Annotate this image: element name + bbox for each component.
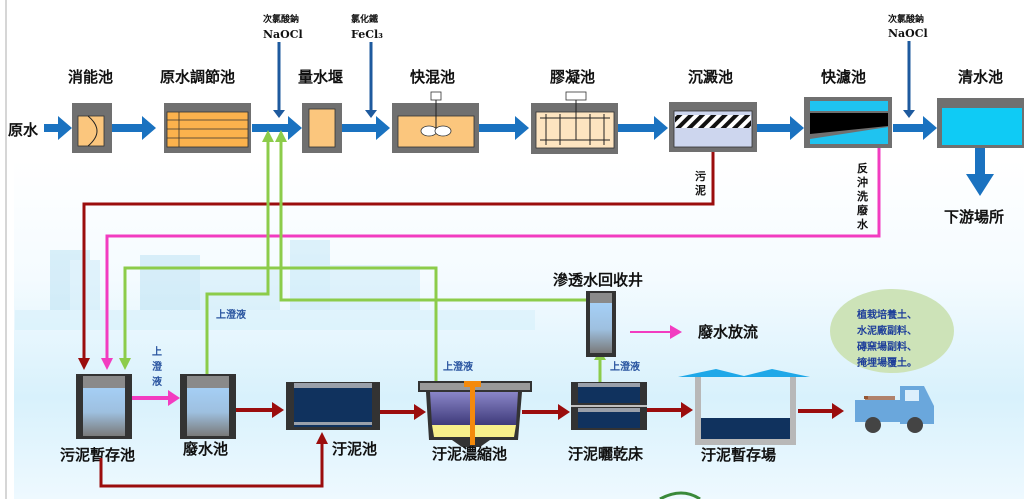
- sludge-thickener: [418, 381, 532, 447]
- flow-measuring-weir-tank: [302, 103, 342, 153]
- stage-label-sludge-thickener: 汙泥濃縮池: [432, 445, 507, 463]
- rapid-mix-tank: [392, 91, 479, 153]
- stage-label-sedimentation: 沉澱池: [688, 68, 733, 86]
- storage-to-truck-arrow: [798, 403, 844, 419]
- stage-label-rapid-filter: 快濾池: [821, 68, 866, 86]
- drying-to-storage-arrow: [647, 402, 693, 418]
- chemical-dosing-naocl-2: 次氯酸鈉 NaOCl: [888, 13, 928, 118]
- supernatant-vertical-label: 上 澄 液: [152, 345, 163, 388]
- stage-label-flow-measuring-weir: 量水堰: [298, 68, 343, 86]
- backwash-vertical-label: 反 沖 洗 廢 水: [857, 161, 869, 231]
- supernatant-lines: [123, 138, 600, 384]
- stage-label-energy-dissipation: 消能池: [68, 68, 113, 86]
- svg-text:FeCl₃: FeCl₃: [351, 28, 383, 41]
- sludge-storage-yard: [678, 369, 810, 445]
- svg-text:掩埋場覆土。: 掩埋場覆土。: [857, 356, 917, 369]
- svg-text:次氯酸鈉: 次氯酸鈉: [888, 13, 924, 25]
- svg-text:水: 水: [857, 217, 869, 231]
- sludge-tank: [286, 382, 380, 430]
- raw-water-label: 原水: [8, 121, 39, 139]
- svg-text:洗: 洗: [857, 189, 868, 203]
- energy-dissipation-tank: [72, 103, 112, 153]
- stage-label-sludge-tank: 汙泥池: [332, 440, 377, 458]
- chemical-dosing-fecl3: 氯化鐵 FeCl₃: [351, 13, 383, 118]
- stage-label-sludge-temp-tank: 污泥暫存池: [60, 446, 135, 464]
- svg-text:上: 上: [152, 345, 162, 358]
- sludge-temp-tank: [76, 374, 132, 439]
- stage-label-clear-water: 清水池: [958, 68, 1003, 86]
- pink-transfer-arrow: [132, 390, 180, 406]
- bottom-return-line: [99, 432, 328, 488]
- sedimentation-tank: [669, 102, 757, 152]
- clear-water-tank: [937, 98, 1024, 148]
- wastewater-discharge-arrow: [630, 325, 682, 339]
- seepage-well-label: 滲透水回收井: [553, 271, 643, 289]
- supernatant-label-1: 上澄液: [216, 308, 246, 321]
- logo-partial: [659, 491, 701, 499]
- stage-label-wastewater-tank: 廢水池: [183, 440, 228, 458]
- svg-text:NaOCl: NaOCl: [888, 27, 928, 40]
- svg-text:次氯酸鈉: 次氯酸鈉: [263, 13, 299, 25]
- chemical-dosing-naocl-1: 次氯酸鈉 NaOCl: [263, 13, 303, 118]
- truck-icon: [855, 386, 934, 433]
- rapid-filter-tank: [804, 97, 892, 148]
- svg-text:液: 液: [152, 375, 162, 388]
- raw-water-regulation-tank: [164, 103, 251, 153]
- thickener-to-drying-arrow: [522, 404, 570, 420]
- sludge-return-line: [78, 152, 715, 370]
- stage-label-sludge-storage-yard: 汙泥暫存場: [701, 446, 776, 464]
- supernatant-label-thickener: 上澄液: [443, 360, 473, 373]
- svg-text:澄: 澄: [152, 360, 163, 373]
- svg-text:沖: 沖: [857, 175, 868, 189]
- downstream-label: 下游場所: [944, 208, 1004, 226]
- wastewater-discharge-label: 廢水放流: [698, 323, 758, 341]
- stage-label-raw-water-regulation: 原水調節池: [160, 68, 235, 86]
- svg-text:反: 反: [857, 161, 868, 175]
- svg-text:氯化鐵: 氯化鐵: [351, 13, 378, 25]
- flocculation-tank: [531, 91, 618, 154]
- svg-text:污: 污: [695, 169, 706, 183]
- svg-text:廢: 廢: [857, 203, 869, 217]
- svg-text:磚窯場副料、: 磚窯場副料、: [857, 340, 917, 353]
- sludge-to-thickener-arrow: [380, 404, 426, 420]
- reuse-bubble: 植栽培養土、 水泥廠副料、 磚窯場副料、 掩埋場覆土。: [830, 289, 954, 373]
- wastewater-to-sludge-arrow: [236, 402, 284, 418]
- stage-label-sludge-drying-bed: 汙泥曬乾床: [568, 445, 644, 463]
- backwash-return-line: [101, 148, 881, 370]
- wastewater-tank: [180, 374, 236, 439]
- svg-text:植栽培養土、: 植栽培養土、: [856, 308, 917, 321]
- svg-text:泥: 泥: [695, 184, 706, 197]
- main-flow-arrows: [44, 116, 994, 196]
- svg-text:NaOCl: NaOCl: [263, 28, 303, 41]
- sludge-drying-bed: [571, 382, 647, 430]
- stage-label-flocculation: 膠凝池: [550, 68, 595, 86]
- supernatant-arrowheads: [119, 130, 606, 370]
- svg-text:水泥廠副料、: 水泥廠副料、: [856, 324, 917, 337]
- sludge-vertical-label: 污 泥: [695, 169, 706, 197]
- seepage-recovery-well: [586, 291, 616, 357]
- stage-label-rapid-mix: 快混池: [410, 68, 455, 86]
- supernatant-label-drying-bed: 上澄液: [610, 360, 640, 373]
